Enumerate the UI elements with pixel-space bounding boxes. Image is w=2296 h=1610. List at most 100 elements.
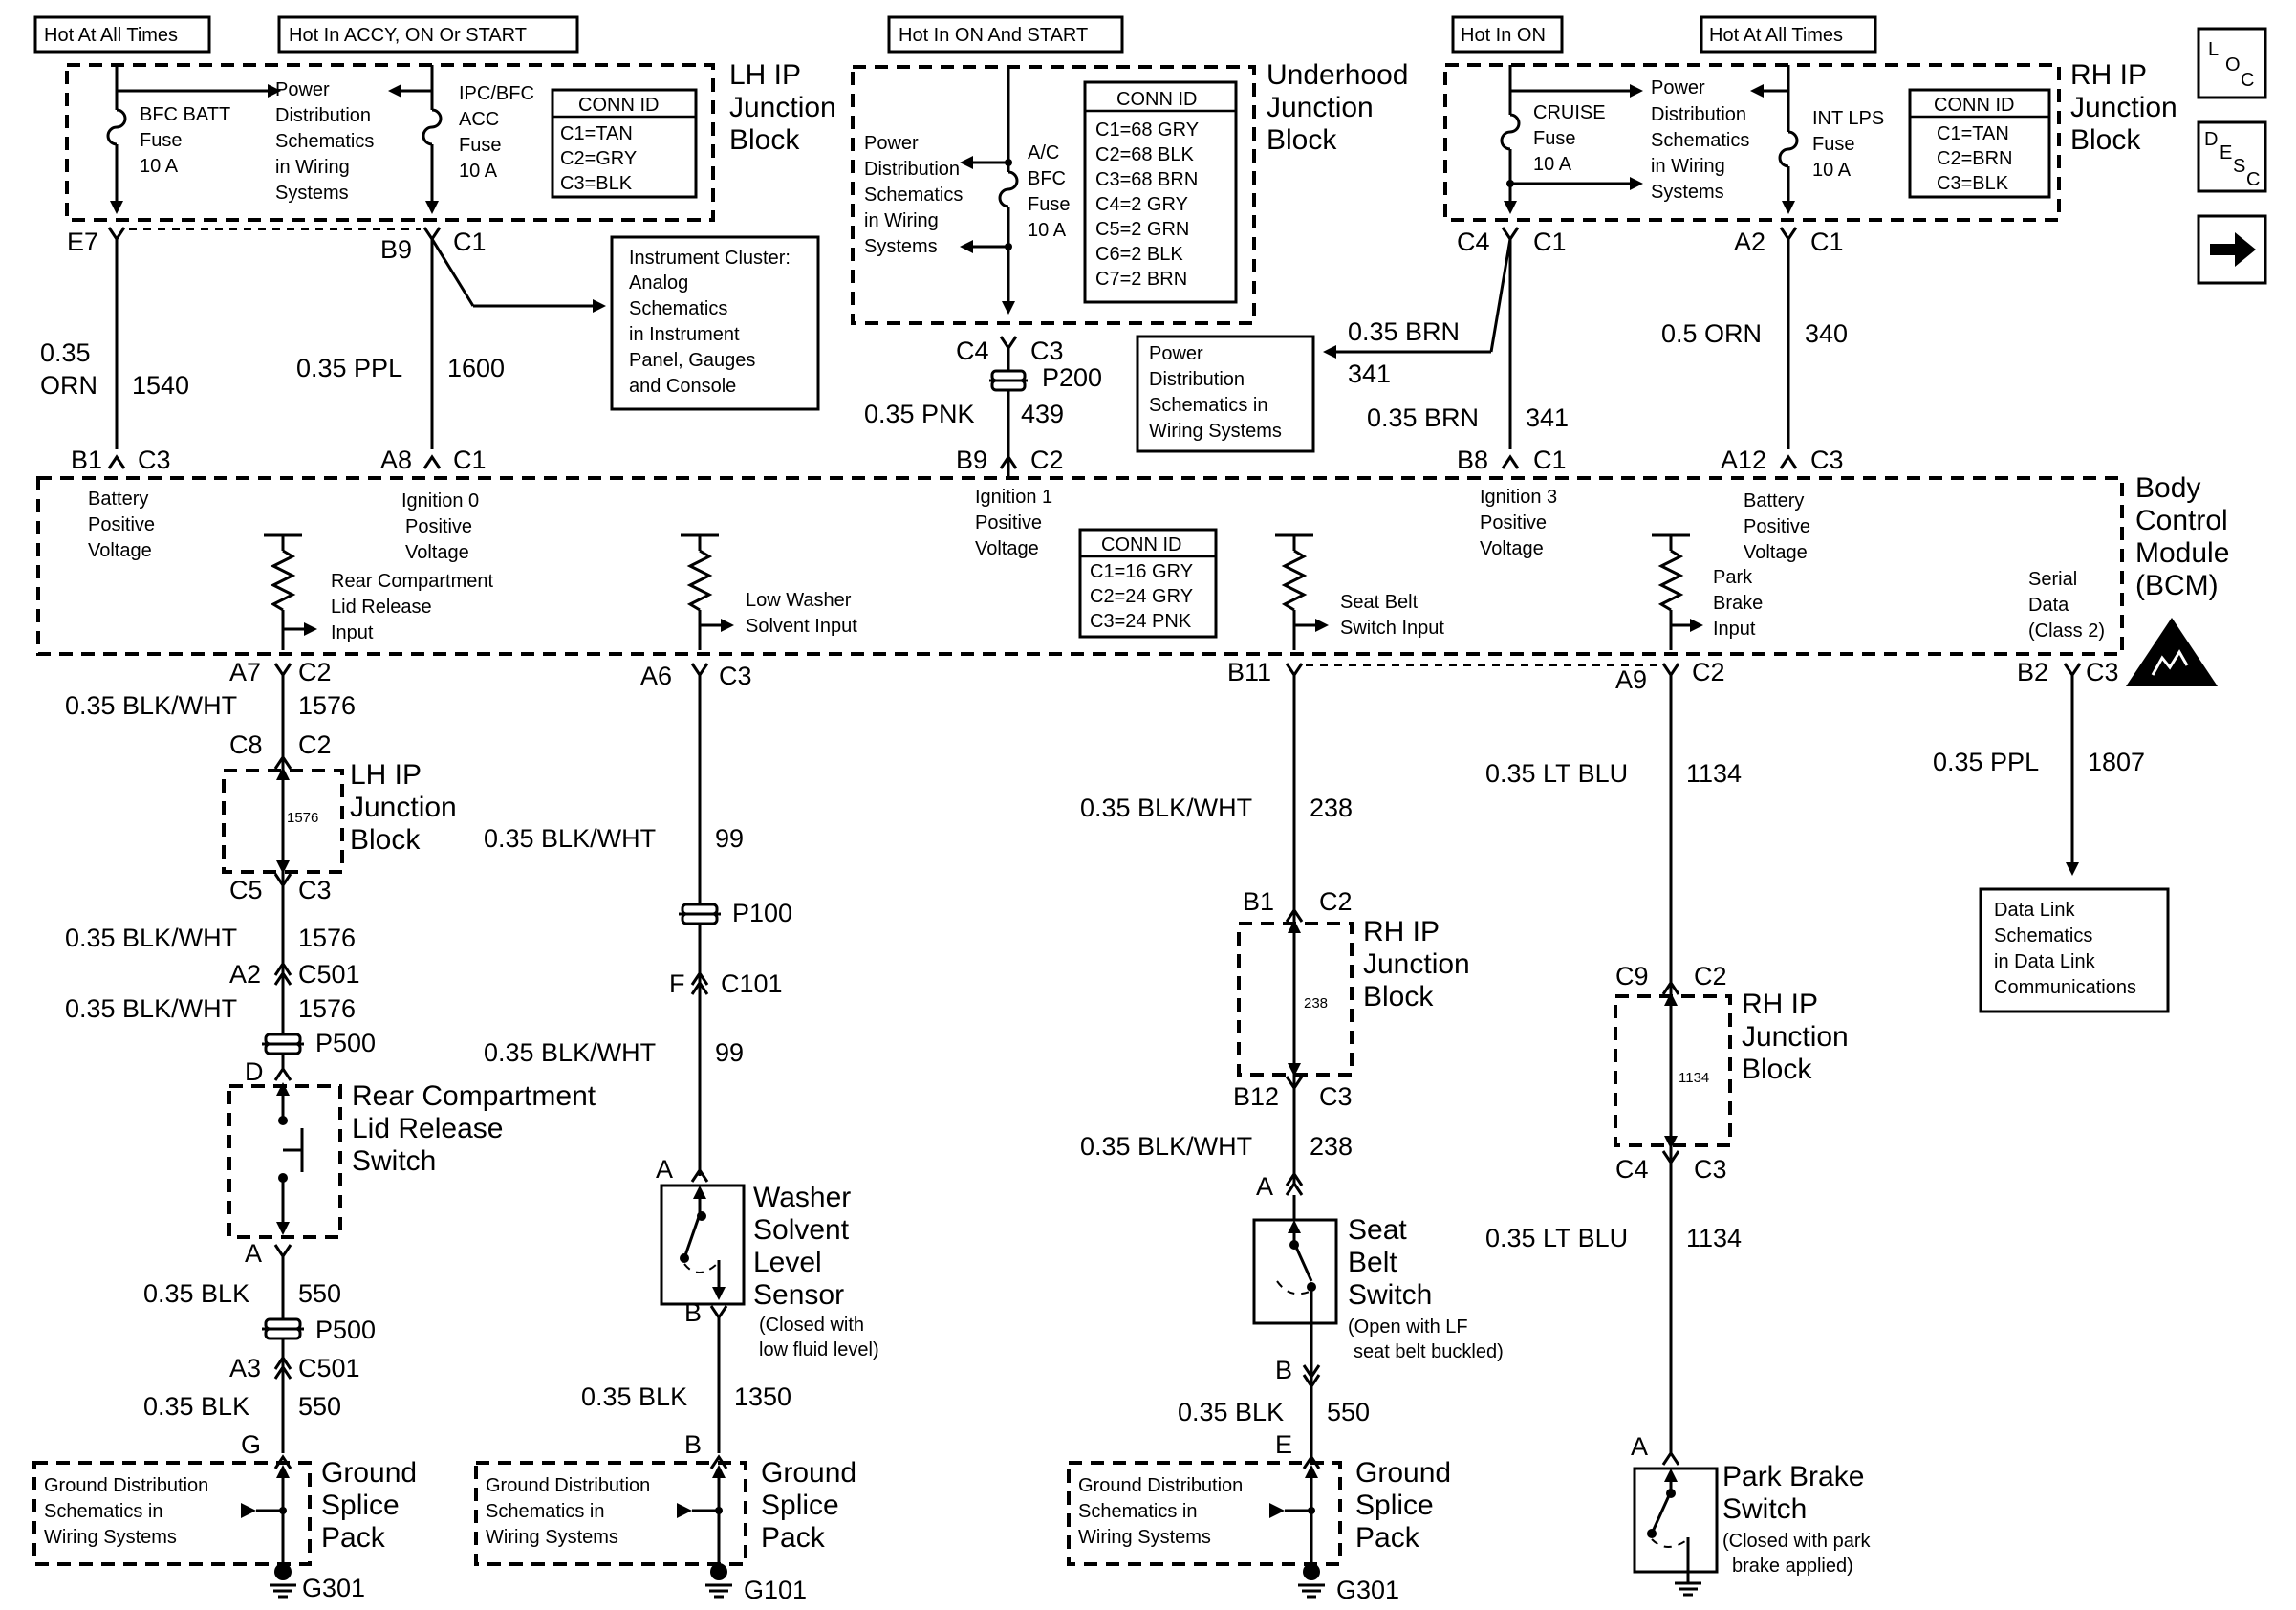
diagram-label: Junction (1742, 1021, 1849, 1053)
loc-button[interactable]: L O C (2197, 27, 2267, 99)
resistor-input-seat-belt: Seat Belt Switch Input (1275, 533, 1444, 650)
diagram-label: in Instrument (629, 324, 740, 345)
diagram-label: Data (2028, 595, 2069, 616)
diagram-label: B9 (380, 235, 412, 264)
diagram-label: C3=68 BRN (1095, 169, 1198, 190)
diagram-label: 1540 (132, 371, 189, 400)
diagram-label: Voltage (1744, 542, 1808, 563)
diagram-label: CRUISE (1533, 102, 1606, 123)
diagram-label: C2=GRY (560, 148, 637, 169)
diagram-label: and Console (629, 376, 736, 397)
diagram-label: Junction (1363, 948, 1470, 980)
diagram-label: 238 (1304, 995, 1328, 1012)
diagram-label: 1576 (298, 691, 356, 720)
diagram-label: C3 (1319, 1082, 1353, 1111)
diagram-label: in Wiring (864, 210, 939, 231)
resistor-input-rear-lid: Rear Compartment Lid Release Input (264, 533, 494, 650)
diagram-label: Panel, Gauges (629, 350, 755, 371)
diagram-label: in Wiring (1651, 156, 1725, 177)
diagram-label: C2 (1694, 962, 1727, 990)
diagram-label: C2 (298, 730, 332, 759)
desc-button[interactable]: D E S C (2197, 120, 2267, 193)
diagram-label: 341 (1526, 403, 1569, 432)
diagram-label: 1576 (298, 994, 356, 1023)
diagram-label: Seat (1348, 1214, 1407, 1246)
diagram-label: Block (1742, 1054, 1812, 1085)
diagram-label: C (2241, 70, 2254, 91)
diagram-label: P200 (1042, 363, 1102, 392)
diagram-label: (Open with LF (1348, 1316, 1468, 1338)
diagram-label: Low Washer (746, 590, 852, 611)
diagram-label: G101 (744, 1576, 807, 1604)
power-distribution-reference[interactable]: Power Distribution Schematics in Wiring … (1136, 335, 1315, 453)
diagram-label: Power (1149, 343, 1203, 364)
diagram-label: C2 (1319, 887, 1353, 916)
diagram-label: Power (864, 133, 919, 154)
diagram-label: Schematics in (1078, 1501, 1198, 1522)
diagram-label: Switch Input (1340, 618, 1444, 639)
arrow-right-icon (2210, 232, 2256, 267)
diagram-label: 10 A (459, 161, 498, 182)
diagram-label: B1 (1243, 887, 1274, 916)
diagram-label: Schematics in (1149, 395, 1268, 416)
diagram-label: Ground (321, 1457, 417, 1489)
diagram-label: 0.35 LT BLU (1485, 1224, 1628, 1252)
diagram-label: C1=TAN (1937, 123, 2009, 144)
diagram-label: 0.35 BLK (581, 1382, 687, 1411)
diagram-label: Positive (88, 514, 155, 535)
diagram-label: L (2208, 39, 2219, 60)
diagram-label: C8 (229, 730, 263, 759)
diagram-label: 10 A (140, 156, 179, 177)
instrument-cluster-reference[interactable]: Instrument Cluster: Analog Schematics in… (430, 235, 820, 411)
diagram-label: A9 (1615, 665, 1647, 694)
diagram-label: Ground Distribution (486, 1475, 650, 1496)
circuit-238-seat-belt: 0.35 BLK/WHT 238 B1 C2 238 RH IP Junctio… (1067, 675, 1504, 1604)
next-arrow-button[interactable] (2197, 214, 2267, 285)
diagram-label: Fuse (459, 135, 501, 156)
diagram-label: CONN ID (1934, 95, 2014, 116)
diagram-label: Pack (321, 1522, 386, 1554)
diagram-label: in Wiring (275, 157, 350, 178)
diagram-label: Splice (1355, 1490, 1434, 1521)
diagram-label: Positive (1744, 516, 1810, 537)
diagram-label: LH IP (729, 59, 801, 91)
diagram-label: A (245, 1239, 262, 1268)
diagram-label: A (1256, 1172, 1273, 1201)
diagram-label: Block (729, 124, 800, 156)
diagram-label: Voltage (975, 538, 1039, 559)
diagram-label: (BCM) (2135, 570, 2219, 601)
diagram-label: E (1275, 1430, 1292, 1459)
diagram-label: C2=BRN (1937, 148, 2012, 169)
diagram-label: 0.35 BLK/WHT (484, 1038, 656, 1067)
diagram-label: 99 (715, 824, 744, 853)
resistor-input-low-washer: Low Washer Solvent Input (681, 533, 857, 650)
diagram-label: Module (2135, 537, 2229, 569)
diagram-label: A (656, 1155, 673, 1184)
diagram-label: Systems (864, 236, 938, 257)
diagram-label: INT LPS (1812, 108, 1884, 129)
diagram-label: C3 (1030, 337, 1064, 365)
diagram-label: Sensor (753, 1279, 844, 1311)
diagram-label: C501 (298, 960, 360, 989)
circuit-1134-park-brake: 0.35 LT BLU 1134 C9 C2 1134 RH IP Juncti… (1485, 675, 1872, 1597)
diagram-label: C2 (298, 658, 332, 686)
diagram-label: Power (1651, 77, 1705, 98)
diagram-label: Junction (350, 792, 457, 823)
diagram-label: B (1275, 1356, 1292, 1384)
diagram-label: 0.35 PPL (296, 354, 402, 382)
diagram-label: Ground (761, 1457, 856, 1489)
diagram-label: C1 (1533, 446, 1567, 474)
data-link-reference[interactable]: Data Link Schematics in Data Link Commun… (1979, 887, 2170, 1013)
diagram-label: Rear Compartment (331, 571, 494, 592)
resistor-input-park-brake: Park Brake Input (1652, 533, 1763, 650)
body-control-module: Body Control Module (BCM) B1 C3 A8 C1 B9… (36, 446, 2229, 694)
diagram-label: in Data Link (1994, 951, 2096, 972)
diagram-label: Junction (729, 92, 836, 123)
diagram-label: D (245, 1057, 264, 1086)
diagram-label: C2=68 BLK (1095, 144, 1195, 165)
diagram-label: 0.35 BLK/WHT (65, 691, 237, 720)
diagram-label: C (2246, 169, 2260, 190)
diagram-label: Splice (761, 1490, 839, 1521)
diagram-label: (Class 2) (2028, 620, 2105, 642)
